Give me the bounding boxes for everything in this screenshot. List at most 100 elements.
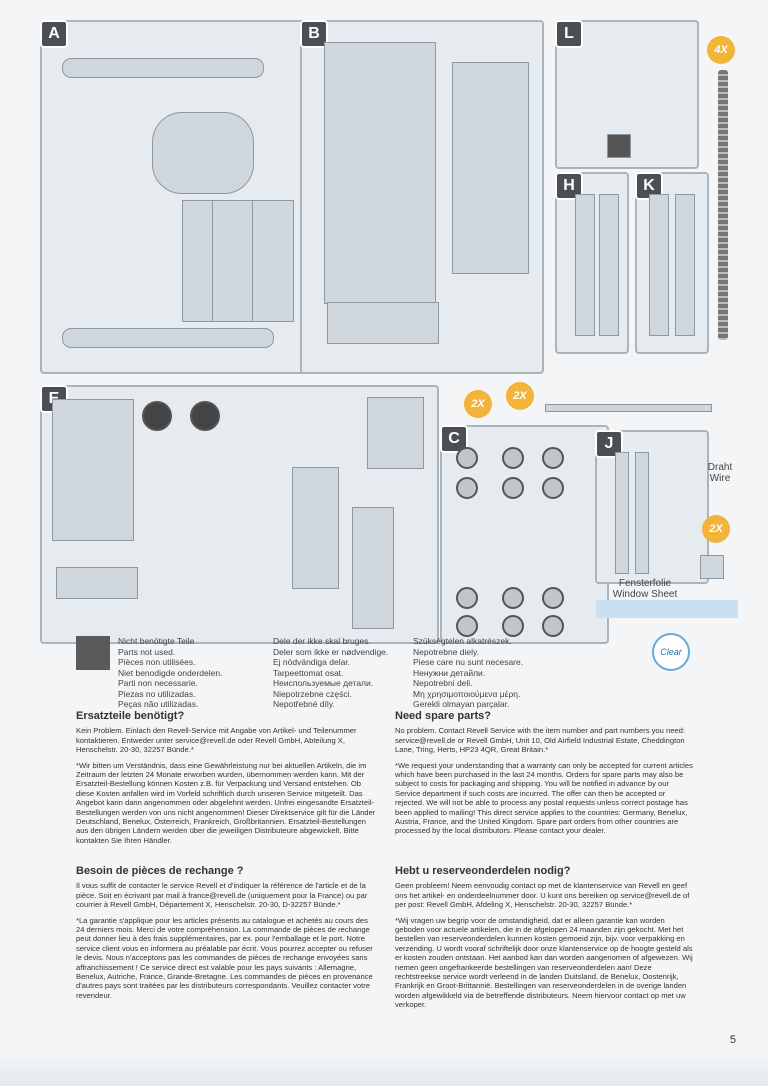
part-side-37 (649, 194, 669, 336)
legend-col-3: Szükségtelen alkatrészek. Nepotrebne die… (413, 636, 523, 710)
legend-col-1: Nicht benötigte Teile Parts not used. Pi… (118, 636, 222, 710)
section-fr: Besoin de pièces de rechange ? Il vous s… (76, 865, 376, 1006)
legend-de: Nicht benötigte Teile (118, 636, 195, 646)
legend-gr: Μη χρησιμοποιούμενα μέρη. (413, 688, 521, 699)
legend-hu: Szükségtelen alkatrészek. (413, 636, 512, 646)
legend-it: Parti non necessarie. (118, 678, 198, 688)
page-number: 5 (729, 1034, 736, 1046)
part-track-top (62, 58, 264, 78)
legend-no: Deler som ikke er nødvendige. (273, 646, 389, 657)
part-side-39 (575, 194, 595, 336)
road-wheel (502, 587, 524, 609)
sprue-b: B (300, 20, 544, 374)
part-side-38 (675, 194, 695, 336)
sprue-a-tag: A (40, 20, 68, 48)
part-dark-block (607, 134, 631, 158)
road-wheel (542, 615, 564, 637)
legend-es: Piezas no utilizadas. (118, 688, 196, 699)
section-de-p1: Kein Problem. Einlach den Revell-Service… (76, 726, 357, 755)
legend-en: Parts not used. (118, 646, 176, 657)
legend-fi: Tarpeettomat osat. (273, 667, 344, 678)
badge-2x-c: 2X (464, 390, 492, 418)
road-wheel (542, 587, 564, 609)
section-fr-p2: *La garantie s'applique pour les article… (76, 915, 373, 1000)
part-panel-5 (212, 200, 254, 322)
window-sheet (596, 600, 738, 618)
clear-parts-badge: Clear (652, 633, 690, 671)
section-de-p2: *Wir bitten um Verständnis, dass eine Ge… (76, 760, 376, 845)
track-link-strip (718, 70, 728, 340)
legend-fr: Pièces non utilisées. (118, 657, 196, 667)
legend-bg: Ненужни детайли. (413, 667, 486, 678)
wire-label-en: Wire (709, 473, 731, 484)
sprue-c: C (440, 425, 609, 644)
sprue-l-tag: L (555, 20, 583, 48)
section-en: Need spare parts? No problem. Contact Re… (395, 710, 695, 842)
part-barrel-109 (615, 452, 629, 574)
part-base-9 (327, 302, 439, 344)
legend-pt: Peças não utilizadas. (118, 699, 199, 709)
legend-tr: Gerekli olmayan parçalar. (413, 699, 510, 709)
section-de-title: Ersatzteile benötigt? (76, 710, 185, 722)
legend-sk: Nepotrebne diely. (413, 646, 479, 657)
wire-label-de: Draht (707, 462, 733, 473)
road-wheel (502, 447, 524, 469)
badge-4x: 4X (707, 36, 735, 64)
sprue-e: E (40, 385, 439, 644)
sprue-h-tag: H (555, 172, 583, 200)
legend-si: Nepotrebni deli. (413, 678, 473, 688)
legend-ru: Неиспользуемые детали. (273, 678, 374, 688)
sprue-l: L (555, 20, 699, 169)
section-fr-p1: Il vous suffit de contacter le service R… (76, 881, 368, 910)
road-wheel (456, 447, 478, 469)
road-wheel (456, 477, 478, 499)
section-nl-p2: *Wij vragen uw begrip voor de omstandigh… (395, 915, 693, 1010)
legend-cz: Nepotřebné díly. (273, 699, 335, 709)
window-sheet-label-de: Fensterfolie (618, 578, 672, 589)
part-panel-6 (252, 200, 294, 322)
sprue-diagram: A B L 4X H K E 2X (40, 20, 740, 644)
section-nl: Hebt u reserveonderdelen nodig? Geen pro… (395, 865, 695, 1016)
sprue-j: J (595, 430, 709, 584)
sprue-k: K (635, 172, 709, 354)
legend-nl: Niet benodigde onderdelen. (118, 667, 223, 678)
sprue-h: H (555, 172, 629, 354)
section-nl-p1: Geen probleem! Neem eenvoudig contact op… (395, 881, 690, 910)
section-fr-title: Besoin de pièces de rechange ? (76, 865, 244, 877)
section-nl-title: Hebt u reserveonderdelen nodig? (395, 865, 571, 877)
footer-decoration (0, 1052, 768, 1086)
unused-parts-swatch (76, 636, 110, 670)
legend-se: Ej nödvändiga delar. (273, 657, 351, 667)
part-panel-4 (182, 200, 214, 322)
sprue-a: A (40, 20, 309, 374)
road-wheel (542, 447, 564, 469)
part-rod-63 (545, 404, 712, 412)
legend-ro: Piese care nu sunt necesare. (413, 657, 524, 667)
part-hull-plate (152, 112, 254, 194)
part-hull-1 (452, 62, 529, 274)
part-turret-top (324, 42, 436, 304)
road-wheel (502, 477, 524, 499)
part-turret-95 (52, 399, 134, 541)
section-en-p1: No problem. Contact Revell Service with … (395, 726, 685, 755)
sprue-b-tag: B (300, 20, 328, 48)
part-window-frame (700, 555, 724, 579)
road-wheel (456, 587, 478, 609)
part-wheel-36 (190, 401, 220, 431)
window-sheet-label-en: Window Sheet (612, 589, 678, 600)
wire-label: Draht Wire (700, 462, 740, 484)
section-en-title: Need spare parts? (395, 710, 491, 722)
part-panel-43 (292, 467, 339, 589)
road-wheel (456, 615, 478, 637)
road-wheel (542, 477, 564, 499)
legend-col-2: Dele der ikke skal bruges. Deler som ikk… (273, 636, 388, 710)
part-wheel-35 (142, 401, 172, 431)
part-side-40 (599, 194, 619, 336)
section-en-p2: *We request your understanding that a wa… (395, 760, 693, 836)
legend-pl: Niepotrzebne części. (273, 688, 352, 699)
part-track-bottom (62, 328, 274, 348)
legend-dk: Dele der ikke skal bruges. (273, 636, 371, 646)
section-de: Ersatzteile benötigt? Kein Problem. Einl… (76, 710, 376, 851)
road-wheel (502, 615, 524, 637)
part-plate-94 (367, 397, 424, 469)
